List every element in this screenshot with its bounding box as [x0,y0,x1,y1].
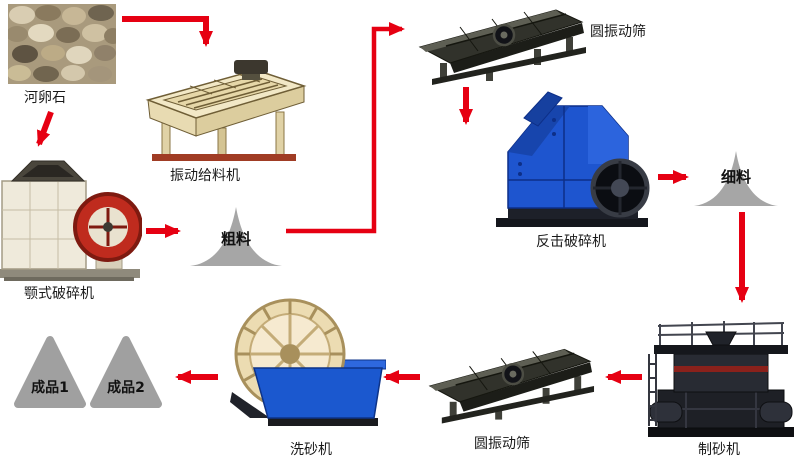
product-2-label: 成品2 [107,380,145,396]
vibrating-feeder-label: 振动给料机 [170,168,240,184]
sand-washer-label: 洗砂机 [290,442,332,458]
top-vibrating-screen-label: 圆振动筛 [590,24,646,40]
washer-chute [230,392,270,418]
sand-maker-motor-right [759,401,793,423]
impact-feed-chute [523,91,563,127]
sand-washer-image [230,298,386,426]
bottom-vibrating-screen-image [428,348,595,424]
arrow-pebbles-to-feeder [122,16,213,47]
bottom-vibrating-screen-label: 圆振动筛 [474,436,530,452]
sand-maker-hopper [705,331,737,346]
product-2-triangle [90,336,162,408]
product-1-triangle [14,336,86,408]
rotor-wheel [590,158,650,218]
flywheel [73,192,142,262]
fine-pile-node: 细料 [692,146,780,208]
jaw-crusher-node: 颚式破碎机 [0,155,142,302]
sand-maker-image [648,321,794,437]
sand-maker-node: 制砂机 [646,314,796,458]
vibrating-feeder-node: 振动给料机 [138,58,310,184]
product-2-node: 成品2 [88,334,164,410]
feeder-motor [234,60,268,74]
arrow-feeder-to-jaw-crusher [36,110,54,147]
pebbles-label: 河卵石 [24,90,66,106]
impact-crusher-label: 反击破碎机 [536,234,606,250]
jaw-crusher-image [0,160,142,281]
ladder [648,354,657,426]
pebbles-node: 河卵石 [8,4,116,106]
top-vibrating-screen-image [418,9,586,85]
impact-crusher-image [496,91,650,227]
fine-pile-shape [694,151,778,206]
sand-washer-node: 洗砂机 [224,296,386,458]
top-vibrating-screen-node: 圆振动筛 [416,5,646,85]
coarse-pile-label: 粗料 [220,230,251,248]
pebbles-photo [8,4,116,84]
fine-pile-label: 细料 [720,168,751,186]
product-1-node: 成品1 [12,334,88,410]
coarse-pile-shape [190,207,282,266]
sand-maker-label: 制砂机 [698,442,740,458]
washer-tank [253,367,383,419]
jaw-crusher-label: 颚式破碎机 [24,286,94,302]
product-1-label: 成品1 [31,380,69,396]
vibrating-feeder-image [145,60,307,161]
bottom-vibrating-screen-node: 圆振动筛 [426,344,596,452]
impact-crusher-node: 反击破碎机 [490,90,655,250]
coarse-pile-node: 粗料 [188,202,284,268]
